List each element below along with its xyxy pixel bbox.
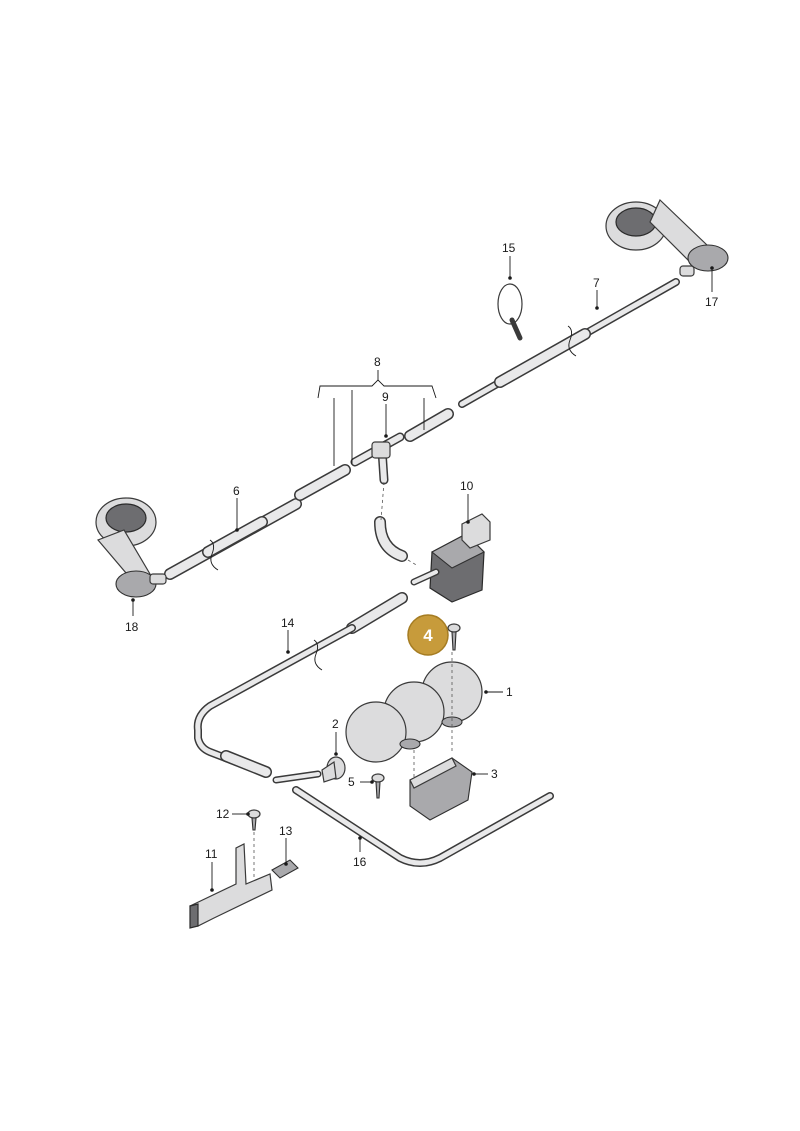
vacuum-line-upper bbox=[164, 278, 680, 580]
callout-6[interactable]: 6 bbox=[233, 484, 240, 498]
callout-3[interactable]: 3 bbox=[491, 767, 498, 781]
pressure-reservoir-part-1 bbox=[345, 652, 483, 800]
bracket-part-11 bbox=[189, 843, 273, 929]
cap-part-2 bbox=[321, 756, 346, 783]
callout-18[interactable]: 18 bbox=[125, 620, 139, 634]
callout-1[interactable]: 1 bbox=[506, 685, 513, 699]
actuator-left-part-18 bbox=[95, 497, 167, 598]
callout-leaders bbox=[131, 256, 714, 892]
callout-2[interactable]: 2 bbox=[332, 717, 339, 731]
bracket-part-3 bbox=[409, 757, 473, 821]
screw-part-5 bbox=[371, 773, 385, 799]
callout-11[interactable]: 11 bbox=[205, 847, 218, 861]
callout-8[interactable]: 8 bbox=[374, 355, 381, 369]
callout-15[interactable]: 15 bbox=[502, 241, 516, 255]
clip-part-13 bbox=[271, 859, 299, 879]
callout-14[interactable]: 14 bbox=[281, 616, 295, 630]
screw-part-12 bbox=[247, 809, 261, 831]
callout-16[interactable]: 16 bbox=[353, 855, 367, 869]
t-connector-part-9 bbox=[350, 432, 405, 485]
callout-12[interactable]: 12 bbox=[216, 807, 230, 821]
callout-9[interactable]: 9 bbox=[382, 390, 389, 404]
callout-10[interactable]: 10 bbox=[460, 479, 474, 493]
callout-labels: 1 2 3 5 6 7 8 9 10 11 12 13 14 15 16 17 … bbox=[125, 241, 719, 869]
elbow-hose bbox=[374, 481, 419, 567]
callout-4-label: 4 bbox=[423, 626, 433, 645]
vacuum-line-lower bbox=[193, 592, 554, 867]
cable-tie-part-15 bbox=[497, 283, 523, 341]
callout-17[interactable]: 17 bbox=[705, 295, 719, 309]
actuator-right-part-17 bbox=[605, 198, 729, 277]
callout-7[interactable]: 7 bbox=[593, 276, 600, 290]
solenoid-valve-part-10 bbox=[410, 513, 491, 603]
callout-5[interactable]: 5 bbox=[348, 775, 355, 789]
callout-13[interactable]: 13 bbox=[279, 824, 293, 838]
highlighted-callout-4[interactable]: 4 bbox=[407, 614, 449, 656]
screw-part-4 bbox=[447, 623, 461, 651]
